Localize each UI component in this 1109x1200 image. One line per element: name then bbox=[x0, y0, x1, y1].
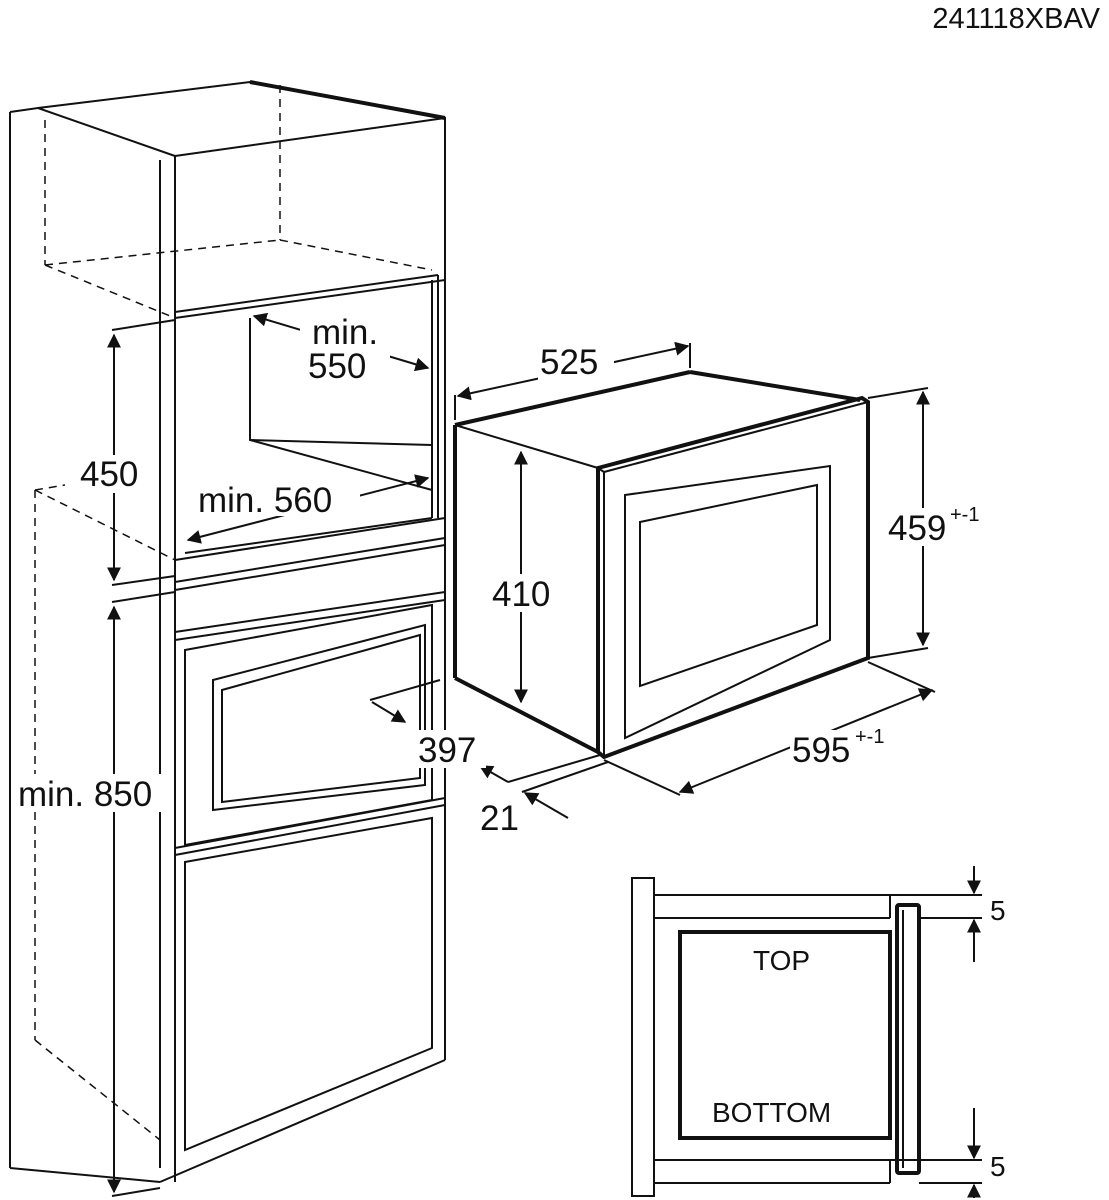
label-niche-width-value: 550 bbox=[308, 347, 366, 386]
label-niche-depth: min. 560 bbox=[198, 481, 332, 520]
appliance bbox=[453, 370, 870, 760]
installation-detail bbox=[631, 866, 982, 1198]
drawing-code: 241118XBAV bbox=[932, 3, 1100, 35]
label-front-thickness: 21 bbox=[480, 799, 519, 838]
label-gap-bottom: 5 bbox=[990, 1151, 1006, 1182]
label-gap-top: 5 bbox=[990, 895, 1006, 926]
dim-line-inner-width bbox=[371, 701, 407, 723]
label-front-height-tolerance: +-1 bbox=[950, 504, 979, 526]
label-top: TOP bbox=[753, 945, 810, 976]
label-niche-width-min: min. bbox=[312, 313, 378, 352]
label-front-width-tolerance: +-1 bbox=[855, 726, 884, 748]
label-niche-height: 450 bbox=[80, 455, 138, 494]
label-front-height: 459 bbox=[888, 509, 946, 548]
label-floor-height: min. 850 bbox=[18, 775, 152, 814]
label-depth: 525 bbox=[540, 343, 598, 382]
label-front-width: 595 bbox=[792, 731, 850, 770]
label-bottom: BOTTOM bbox=[712, 1097, 831, 1128]
label-inner-width: 397 bbox=[418, 731, 476, 770]
label-body-height: 410 bbox=[492, 575, 550, 614]
tall-cabinet bbox=[9, 80, 446, 1183]
dim-line-front-thickness bbox=[523, 792, 569, 819]
